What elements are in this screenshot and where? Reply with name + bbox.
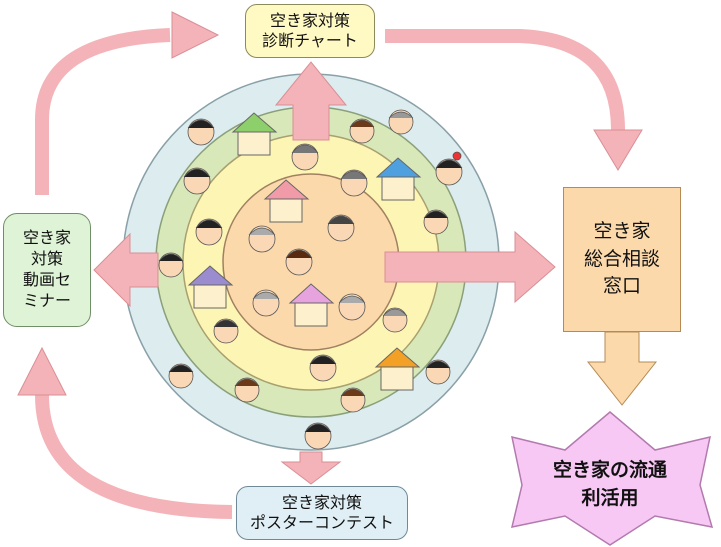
person-face <box>340 387 366 413</box>
poster-contest-line-2: ポスターコンテスト <box>249 513 394 532</box>
arrow-consultation-to-outcome <box>586 331 658 406</box>
person-face <box>285 248 313 276</box>
diagnosis-chart-box: 空き家対策 診断チャート <box>245 4 375 58</box>
person-face <box>349 118 375 144</box>
video-seminar-box: 空き家 対策 動画セ ミナー <box>3 213 91 327</box>
arrow-head-bottom-to-left <box>17 346 67 396</box>
house-icon <box>187 265 234 309</box>
person-face <box>309 354 337 382</box>
person-face <box>168 363 194 389</box>
consultation-window-box: 空き家 総合相談 窓口 <box>563 187 681 332</box>
consultation-line-2: 総合相談 <box>583 247 660 270</box>
person-face <box>252 289 280 317</box>
video-seminar-line-4: ミナー <box>22 290 71 310</box>
person-face <box>248 225 276 253</box>
person-face <box>213 318 239 344</box>
outward-arrows <box>93 61 658 485</box>
house-icon <box>231 112 278 156</box>
person-face <box>382 307 408 333</box>
outcome-line-1: 空き家の流通 <box>552 459 667 482</box>
consultation-line-3: 窓口 <box>602 275 641 298</box>
cycle-arrows <box>17 11 643 519</box>
person-face <box>234 377 260 403</box>
outcome-star-shape <box>510 411 714 546</box>
video-seminar-line-1: 空き家 <box>22 228 71 248</box>
house-icon <box>374 347 421 391</box>
diagnosis-chart-line-1: 空き家対策 <box>269 11 350 30</box>
arrow-to-poster <box>280 451 342 485</box>
person-face <box>340 169 368 197</box>
arrow-to-diagnosis <box>274 61 348 141</box>
arrow-curve-bottom-to-left <box>35 394 233 519</box>
arrow-head-left-to-top <box>171 11 220 59</box>
person-face <box>158 252 184 278</box>
people <box>158 109 463 450</box>
video-seminar-line-3: 動画セ <box>22 270 71 289</box>
outcome-line-2: 利活用 <box>581 487 639 509</box>
video-seminar-line-2: 対策 <box>30 249 63 269</box>
person-face <box>327 214 355 242</box>
person-face <box>338 293 366 321</box>
person-face <box>195 218 223 246</box>
arrow-curve-left-to-top <box>35 28 171 195</box>
diagnosis-chart-line-2: 診断チャート <box>262 31 358 50</box>
houses <box>187 112 422 391</box>
person-face <box>291 143 319 171</box>
house-icon <box>263 179 310 223</box>
person-face <box>423 209 449 235</box>
arrow-curve-top-to-right <box>385 29 625 131</box>
consultation-line-1: 空き家 <box>593 220 651 243</box>
person-face <box>425 359 451 385</box>
poster-contest-box: 空き家対策 ポスターコンテスト <box>236 486 408 540</box>
arrow-to-seminar <box>93 232 159 308</box>
person-face <box>304 422 332 450</box>
person-face <box>388 109 414 135</box>
house-icon <box>375 157 422 201</box>
arrow-head-top-to-right <box>593 129 643 171</box>
person-face <box>183 167 211 195</box>
arrow-to-consultation <box>384 230 556 304</box>
person-face <box>187 118 215 146</box>
poster-contest-line-1: 空き家対策 <box>281 493 362 512</box>
person-face <box>435 151 463 186</box>
house-icon <box>288 283 335 327</box>
outcome-label: 空き家の流通 利活用 <box>505 445 715 525</box>
